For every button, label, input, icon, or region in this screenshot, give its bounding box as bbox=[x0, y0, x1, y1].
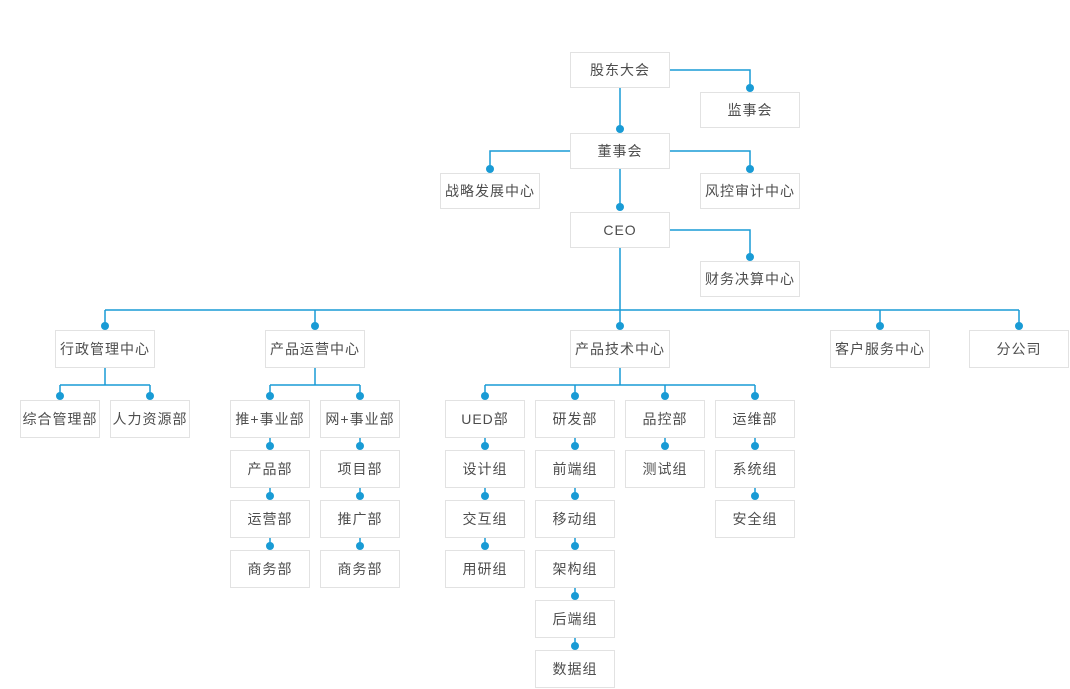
org-node-design-group: 设计组 bbox=[445, 450, 525, 488]
org-node-shareholders: 股东大会 bbox=[570, 52, 670, 88]
org-node-frontend-group: 前端组 bbox=[535, 450, 615, 488]
org-node-board-of-directors: 董事会 bbox=[570, 133, 670, 169]
org-node-test-group: 测试组 bbox=[625, 450, 705, 488]
org-node-general-mgmt-dept: 综合管理部 bbox=[20, 400, 100, 438]
org-node-backend-group: 后端组 bbox=[535, 600, 615, 638]
org-node-risk-audit-center: 风控审计中心 bbox=[700, 173, 800, 209]
org-node-system-group: 系统组 bbox=[715, 450, 795, 488]
org-node-om-dept: 运维部 bbox=[715, 400, 795, 438]
org-node-supervisory-board: 监事会 bbox=[700, 92, 800, 128]
org-node-interaction-group: 交互组 bbox=[445, 500, 525, 538]
org-node-mobile-group: 移动组 bbox=[535, 500, 615, 538]
org-node-business-dept-tui: 商务部 bbox=[230, 550, 310, 588]
org-node-hr-dept: 人力资源部 bbox=[110, 400, 190, 438]
org-node-ops-center: 产品运营中心 bbox=[265, 330, 365, 368]
org-node-promotion-dept: 推广部 bbox=[320, 500, 400, 538]
org-node-ceo: CEO bbox=[570, 212, 670, 248]
org-node-user-research-group: 用研组 bbox=[445, 550, 525, 588]
org-node-project-dept: 项目部 bbox=[320, 450, 400, 488]
org-node-security-group: 安全组 bbox=[715, 500, 795, 538]
org-node-wang-division: 网+事业部 bbox=[320, 400, 400, 438]
org-node-qc-dept: 品控部 bbox=[625, 400, 705, 438]
org-node-strategy-center: 战略发展中心 bbox=[440, 173, 540, 209]
org-node-branch-company: 分公司 bbox=[969, 330, 1069, 368]
org-node-product-dept: 产品部 bbox=[230, 450, 310, 488]
org-node-service-center: 客户服务中心 bbox=[830, 330, 930, 368]
org-node-tech-center: 产品技术中心 bbox=[570, 330, 670, 368]
org-node-admin-center: 行政管理中心 bbox=[55, 330, 155, 368]
org-node-architecture-group: 架构组 bbox=[535, 550, 615, 588]
org-node-finance-center: 财务决算中心 bbox=[700, 261, 800, 297]
org-node-ued-dept: UED部 bbox=[445, 400, 525, 438]
connector-dots bbox=[56, 84, 1023, 650]
org-node-rd-dept: 研发部 bbox=[535, 400, 615, 438]
org-node-business-dept-wang: 商务部 bbox=[320, 550, 400, 588]
org-node-operation-dept: 运营部 bbox=[230, 500, 310, 538]
org-node-tui-division: 推+事业部 bbox=[230, 400, 310, 438]
org-node-data-group: 数据组 bbox=[535, 650, 615, 688]
